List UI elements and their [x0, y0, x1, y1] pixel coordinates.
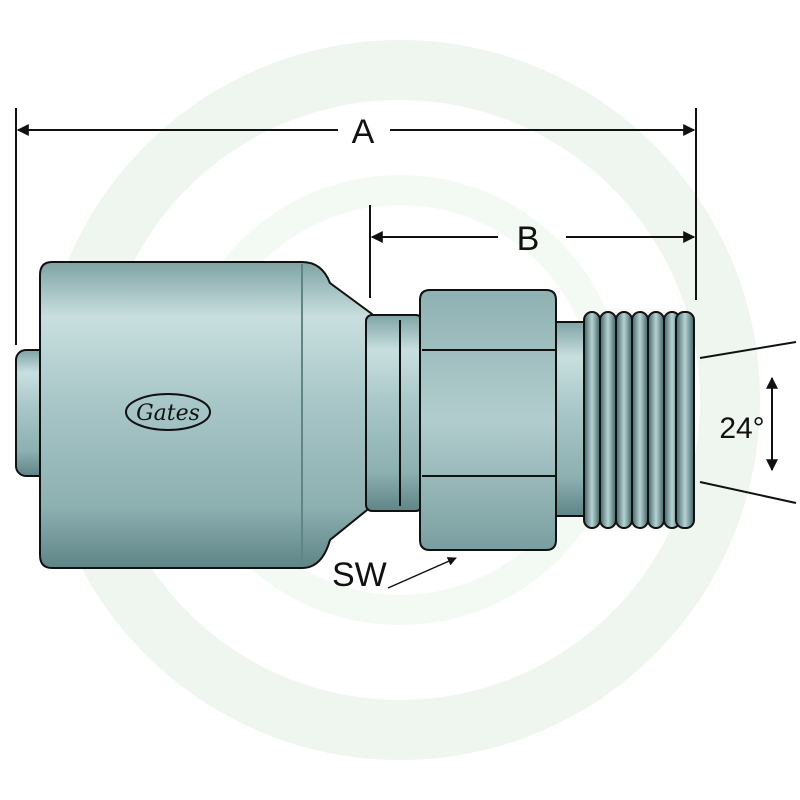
wrench-size-leader: [387, 557, 457, 589]
hex-nut: [419, 289, 557, 551]
gates-logo: Gates: [125, 393, 211, 431]
thread-ridges: [583, 311, 695, 529]
angle-line-top: [699, 341, 797, 359]
wrench-size-callout: SW: [332, 556, 457, 594]
gates-logo-text: Gates: [136, 401, 200, 426]
thread-shoulder: [555, 321, 587, 517]
cone-angle-indicator: 24°: [699, 341, 797, 504]
angle-label: 24°: [719, 412, 764, 445]
hose-fitting: [15, 261, 695, 569]
fitting-neck: [365, 314, 423, 512]
wrench-size-label: SW: [332, 556, 387, 594]
dimension-a: A: [15, 108, 697, 345]
dimension-b-label: B: [517, 220, 540, 258]
angle-line-bottom: [699, 481, 797, 504]
dimension-b: B: [369, 205, 696, 298]
ferrule: [39, 261, 373, 569]
dimension-a-label: A: [352, 113, 375, 151]
